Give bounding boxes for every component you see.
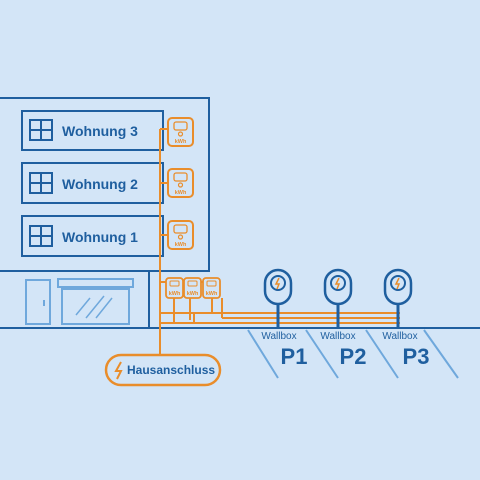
wallbox-3 — [383, 268, 413, 306]
lightning-icon — [394, 277, 401, 290]
wiring — [159, 128, 400, 355]
wallbox-1-label: Wallbox — [261, 331, 296, 342]
entrance-door — [25, 279, 51, 325]
shop-window — [57, 278, 134, 325]
meter-unit: kWh — [187, 291, 199, 297]
meter-apartment-3: kWh — [167, 117, 194, 147]
meter-wallbox-3: kWh — [202, 277, 221, 299]
parking-spot-p1: P1 — [281, 344, 308, 369]
apartment-1: Wohnung 1 — [21, 215, 164, 257]
window-icon — [29, 172, 53, 194]
wallbox-2-label: Wallbox — [320, 331, 355, 342]
apartment-2: Wohnung 2 — [21, 162, 164, 204]
meter-apartment-1: kWh — [167, 220, 194, 250]
apartment-3: Wohnung 3 — [21, 110, 164, 151]
parking-spot-p3: P3 — [403, 344, 430, 369]
meter-unit: kWh — [175, 139, 187, 145]
wallbox-1 — [263, 268, 293, 306]
meter-wallbox-2: kWh — [183, 277, 202, 299]
lightning-icon — [114, 361, 123, 380]
house-connection: Hausanschluss — [104, 353, 222, 387]
house-connection-label: Hausanschluss — [127, 363, 215, 377]
meter-unit: kWh — [169, 291, 181, 297]
meter-wallbox-1: kWh — [165, 277, 184, 299]
wallbox-2 — [323, 268, 353, 306]
apartment-2-label: Wohnung 2 — [62, 176, 138, 192]
lightning-icon — [334, 277, 341, 290]
parking-spot-p2: P2 — [340, 344, 367, 369]
wallbox-3-label: Wallbox — [382, 331, 417, 342]
apartment-3-label: Wohnung 3 — [62, 123, 138, 139]
parking-lines — [247, 329, 459, 379]
wallbox-connectors — [276, 302, 400, 328]
meter-apartment-2: kWh — [167, 168, 194, 198]
meter-unit: kWh — [206, 291, 218, 297]
window-icon — [29, 119, 53, 141]
window-icon — [29, 225, 53, 247]
apartment-1-label: Wohnung 1 — [62, 229, 138, 245]
meter-unit: kWh — [175, 190, 187, 196]
lightning-icon — [274, 277, 281, 290]
meter-unit: kWh — [175, 242, 187, 248]
